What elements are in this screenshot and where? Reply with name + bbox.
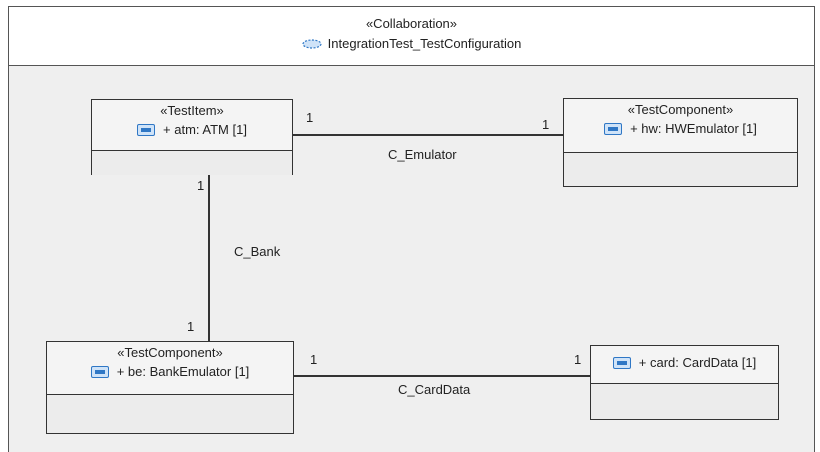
connector-c-carddata-from-multiplicity: 1	[310, 352, 318, 367]
connector-c-bank-from-multiplicity: 1	[197, 178, 205, 193]
collaboration-header: «Collaboration» IntegrationTest_TestConf…	[9, 7, 814, 66]
part-hw[interactable]: «TestComponent» + hw: HWEmulator [1]	[563, 98, 798, 187]
connector-c-carddata-label: C_CardData	[398, 382, 471, 397]
part-card-attribute-row[interactable]: + card: CardData [1]	[591, 346, 778, 382]
part-be-header: «TestComponent» + be: BankEmulator [1]	[47, 342, 293, 395]
property-icon	[137, 124, 156, 136]
part-card-attribute: + card: CardData [1]	[638, 355, 757, 370]
part-atm-attribute: + atm: ATM [1]	[163, 122, 247, 137]
part-atm-compartment	[92, 151, 292, 175]
part-card-header: + card: CardData [1]	[591, 346, 778, 384]
part-hw-header: «TestComponent» + hw: HWEmulator [1]	[564, 99, 797, 153]
connector-c-carddata-to-multiplicity: 1	[574, 352, 582, 367]
collaboration-title-row: IntegrationTest_TestConfiguration	[9, 34, 814, 54]
property-icon	[90, 366, 109, 378]
part-hw-compartment	[564, 153, 797, 186]
part-hw-attribute-row[interactable]: + hw: HWEmulator [1]	[564, 119, 797, 141]
part-hw-attribute: + hw: HWEmulator [1]	[630, 121, 757, 136]
part-card[interactable]: + card: CardData [1]	[590, 345, 779, 420]
collaboration-name[interactable]: IntegrationTest_TestConfiguration	[327, 36, 522, 51]
part-card-compartment	[591, 384, 778, 419]
connector-c-emulator-label: C_Emulator	[388, 147, 457, 162]
connector-c-bank-to-multiplicity: 1	[187, 319, 195, 334]
connector-c-emulator-from-multiplicity: 1	[306, 110, 314, 125]
part-be[interactable]: «TestComponent» + be: BankEmulator [1]	[46, 341, 294, 434]
collaboration-stereotype: «Collaboration»	[365, 16, 458, 31]
part-be-stereotype: «TestComponent»	[117, 345, 223, 360]
property-icon	[604, 123, 623, 135]
collaboration-icon	[302, 39, 322, 49]
part-atm-attribute-row[interactable]: + atm: ATM [1]	[92, 120, 292, 142]
part-be-compartment	[47, 395, 293, 433]
part-atm-header: «TestItem» + atm: ATM [1]	[92, 100, 292, 151]
property-icon	[612, 357, 631, 369]
connector-c-emulator-to-multiplicity: 1	[542, 117, 550, 132]
part-be-attribute: + be: BankEmulator [1]	[116, 364, 250, 379]
connector-c-bank-label: C_Bank	[234, 244, 281, 259]
part-be-attribute-row[interactable]: + be: BankEmulator [1]	[47, 362, 293, 384]
part-atm-stereotype: «TestItem»	[160, 103, 224, 118]
part-atm[interactable]: «TestItem» + atm: ATM [1]	[91, 99, 293, 175]
part-hw-stereotype: «TestComponent»	[627, 102, 734, 117]
